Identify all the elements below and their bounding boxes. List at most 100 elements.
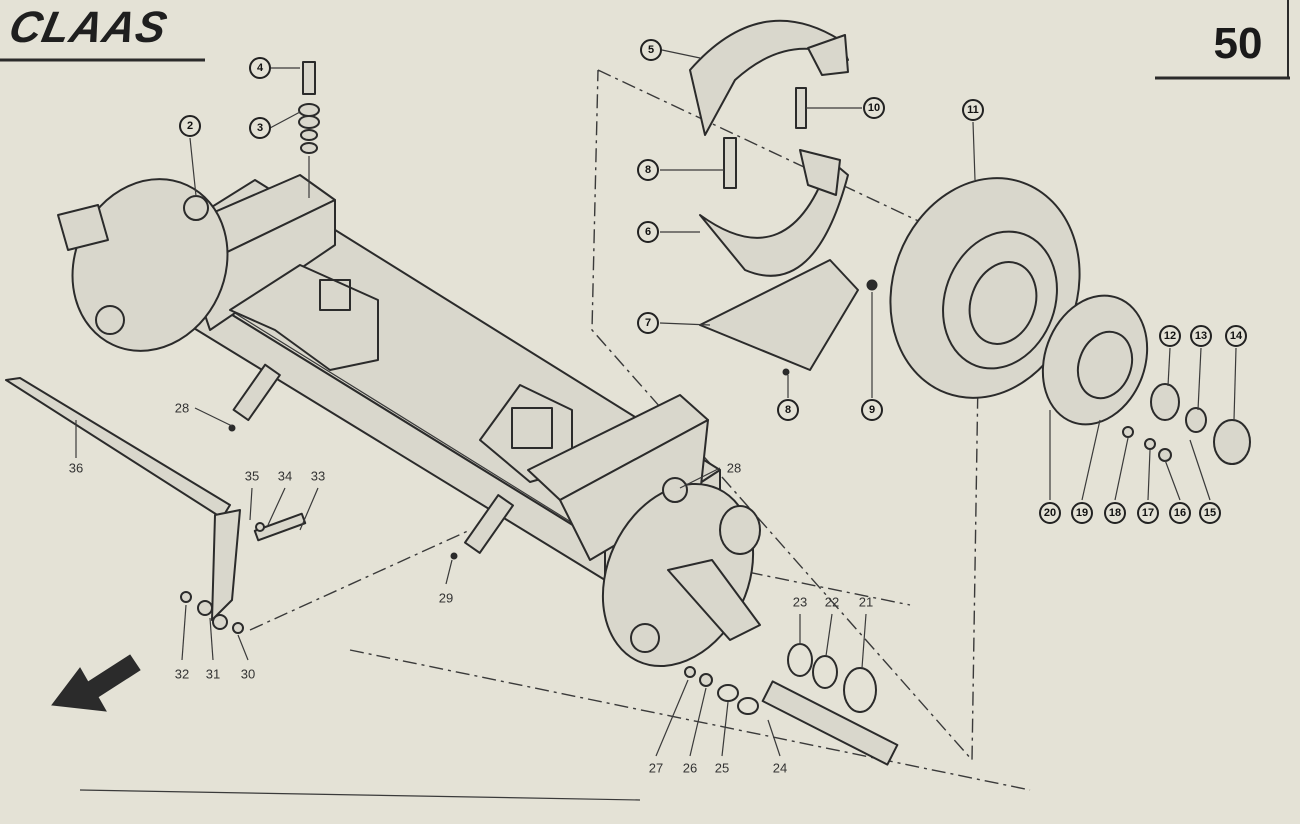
callout-8: 8	[777, 399, 799, 421]
callout-31: 31	[206, 667, 220, 682]
callout-28: 28	[727, 461, 741, 476]
callout-circle	[1071, 502, 1093, 524]
callout-circle	[637, 159, 659, 181]
callout-label: 2	[187, 120, 193, 132]
callout-label: 9	[869, 404, 875, 416]
callout-36: 36	[69, 461, 83, 476]
callout-3: 3	[249, 117, 271, 139]
callout-label: 3	[257, 122, 263, 134]
callout-21: 21	[859, 595, 873, 610]
callout-35: 35	[245, 469, 259, 484]
bolts	[228, 61, 515, 560]
callout-34: 34	[278, 469, 292, 484]
callout-23: 23	[793, 595, 807, 610]
callout-12: 12	[1159, 325, 1181, 347]
callout-29: 29	[439, 591, 453, 606]
left-hub	[57, 178, 229, 352]
callout-28: 28	[175, 401, 189, 416]
callout-label: 22	[825, 595, 839, 610]
callout-label: 35	[245, 469, 259, 484]
callout-label: 4	[257, 62, 264, 74]
callout-label: 36	[69, 461, 83, 476]
callout-label: 8	[785, 404, 791, 416]
callout-circle	[1190, 325, 1212, 347]
callout-33: 33	[311, 469, 325, 484]
callout-19: 19	[1071, 502, 1093, 524]
callout-17: 17	[1137, 502, 1159, 524]
left-linkage	[5, 377, 307, 634]
callout-25: 25	[715, 761, 729, 776]
callout-circle	[962, 99, 984, 121]
page-number-block: 50	[1155, 0, 1290, 80]
callout-label: 27	[649, 761, 663, 776]
callout-label: 31	[206, 667, 220, 682]
callout-label: 14	[1230, 330, 1243, 342]
callout-label: 18	[1109, 507, 1121, 519]
callout-label: 11	[967, 104, 979, 116]
callout-10: 10	[863, 97, 885, 119]
callout-label: 21	[859, 595, 873, 610]
callout-label: 24	[773, 761, 787, 776]
callout-label: 13	[1195, 330, 1207, 342]
callout-24: 24	[773, 761, 787, 776]
callout-15: 15	[1199, 502, 1221, 524]
callout-7: 7	[637, 312, 659, 334]
callout-circle	[863, 97, 885, 119]
callout-label: 20	[1044, 507, 1056, 519]
callout-22: 22	[825, 595, 839, 610]
callout-label: 5	[648, 44, 654, 56]
arrow-down-left-icon	[51, 654, 141, 712]
callout-label: 28	[175, 401, 189, 416]
callout-circle	[249, 57, 271, 79]
callout-11: 11	[962, 99, 984, 121]
callout-label: 26	[683, 761, 697, 776]
callout-label: 33	[311, 469, 325, 484]
callout-2: 2	[179, 115, 201, 137]
callout-8: 8	[637, 159, 659, 181]
brand-logo: CLAAS	[0, 3, 205, 62]
callout-circle	[861, 399, 883, 421]
callout-label: 25	[715, 761, 729, 776]
callout-label: 7	[645, 317, 651, 329]
callout-label: 10	[868, 102, 880, 114]
callout-label: 29	[439, 591, 453, 606]
spindle-seals	[684, 643, 899, 766]
callout-4: 4	[249, 57, 271, 79]
callout-26: 26	[683, 761, 697, 776]
callout-label: 28	[727, 461, 741, 476]
callout-label: 15	[1204, 507, 1216, 519]
callout-9: 9	[861, 399, 883, 421]
callout-label: 23	[793, 595, 807, 610]
callout-13: 13	[1190, 325, 1212, 347]
callout-label: 12	[1164, 330, 1176, 342]
right-hub	[601, 477, 761, 668]
brand-logo-text: CLAAS	[5, 3, 172, 51]
callout-circle	[1039, 502, 1061, 524]
callout-circle	[637, 312, 659, 334]
leader-lines	[75, 49, 1237, 757]
callout-14: 14	[1225, 325, 1247, 347]
callout-30: 30	[241, 667, 255, 682]
callout-5: 5	[640, 39, 662, 61]
callout-circle	[777, 399, 799, 421]
callout-circle	[1225, 325, 1247, 347]
callout-20: 20	[1039, 502, 1061, 524]
callout-circle	[1159, 325, 1181, 347]
callout-32: 32	[175, 667, 189, 682]
callout-label: 30	[241, 667, 255, 682]
callout-label: 17	[1142, 507, 1154, 519]
brake-shoes	[689, 19, 878, 376]
callout-circle	[1199, 502, 1221, 524]
callout-circle	[1169, 502, 1191, 524]
callout-label: 8	[645, 164, 651, 176]
page-number: 50	[1214, 19, 1263, 68]
callout-27: 27	[649, 761, 663, 776]
callout-circle	[1137, 502, 1159, 524]
callout-circle	[640, 39, 662, 61]
callout-circle	[249, 117, 271, 139]
callout-label: 19	[1076, 507, 1088, 519]
callout-label: 34	[278, 469, 292, 484]
callout-circle	[1104, 502, 1126, 524]
